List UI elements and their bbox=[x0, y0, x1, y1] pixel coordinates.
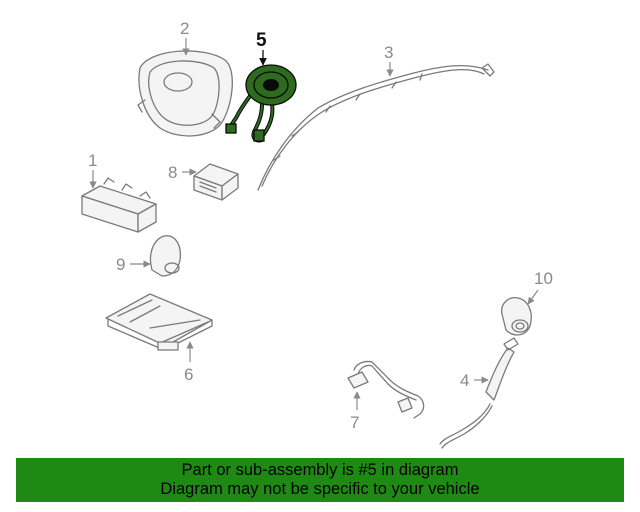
callout-9: 9 bbox=[116, 255, 125, 274]
callout-8: 8 bbox=[168, 163, 177, 182]
callout-1: 1 bbox=[88, 151, 97, 170]
part-10-impact-sensor[interactable] bbox=[501, 297, 532, 336]
part-9-sensor[interactable] bbox=[149, 235, 182, 277]
part-6-seat-track[interactable] bbox=[105, 293, 213, 351]
callout-7: 7 bbox=[350, 413, 359, 432]
part-5-clock-spring[interactable] bbox=[225, 64, 297, 143]
part-7-harness[interactable] bbox=[347, 360, 425, 419]
callout-3: 3 bbox=[384, 43, 393, 62]
part-3-curtain-airbag[interactable] bbox=[257, 63, 495, 191]
leader-10 bbox=[527, 289, 539, 305]
callout-4: 4 bbox=[460, 371, 469, 390]
callout-10: 10 bbox=[534, 269, 553, 288]
part-2-steering-airbag[interactable] bbox=[137, 50, 233, 137]
info-banner: Part or sub-assembly is #5 in diagram Di… bbox=[16, 458, 624, 502]
parts-diagram: 2 5 3 1 8 bbox=[81, 19, 553, 449]
callout-6: 6 bbox=[184, 365, 193, 384]
callout-5: 5 bbox=[256, 30, 267, 51]
callout-2: 2 bbox=[180, 19, 189, 38]
banner-line-2: Diagram may not be specific to your vehi… bbox=[160, 480, 480, 498]
part-4-side-airbag[interactable] bbox=[439, 337, 519, 449]
part-1-passenger-airbag[interactable] bbox=[81, 177, 157, 233]
banner-line-1: Part or sub-assembly is #5 in diagram bbox=[181, 461, 459, 479]
part-8-control-module[interactable] bbox=[193, 163, 239, 201]
